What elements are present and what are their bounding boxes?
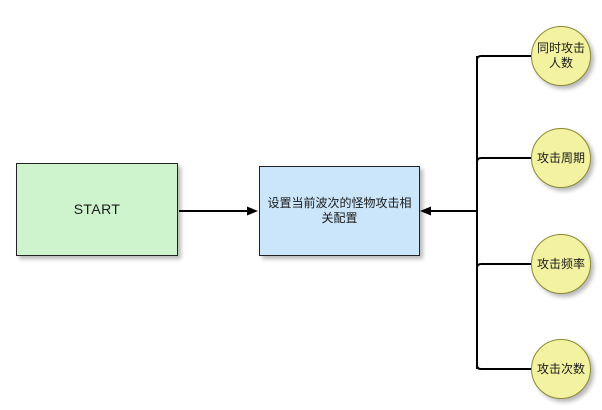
node-attribute-concurrent-attackers[interactable]: 同时攻击人数	[531, 26, 591, 86]
node-attribute-attack-cycle[interactable]: 攻击周期	[531, 128, 591, 188]
edge-trunk-to-attr-4	[476, 364, 531, 370]
edge-trunk-to-attr-3	[476, 263, 531, 269]
arrowhead-to-config-left	[420, 206, 431, 216]
node-config-label: 设置当前波次的怪物攻击相关配置	[267, 196, 412, 225]
edge-trunk-to-attr-2	[476, 157, 531, 163]
node-attribute-label: 攻击频率	[536, 256, 585, 271]
edge-trunk-to-attr-1	[476, 55, 531, 62]
node-start[interactable]: START	[16, 163, 178, 256]
node-config[interactable]: 设置当前波次的怪物攻击相关配置	[259, 166, 420, 256]
node-attribute-label: 同时攻击人数	[536, 41, 585, 70]
node-start-label: START	[73, 200, 121, 217]
node-attribute-attack-count[interactable]: 攻击次数	[531, 339, 591, 399]
arrowhead-to-config	[247, 206, 258, 216]
node-attribute-attack-frequency[interactable]: 攻击频率	[531, 234, 591, 294]
node-attribute-label: 攻击次数	[536, 361, 585, 376]
node-attribute-label: 攻击周期	[536, 150, 585, 165]
